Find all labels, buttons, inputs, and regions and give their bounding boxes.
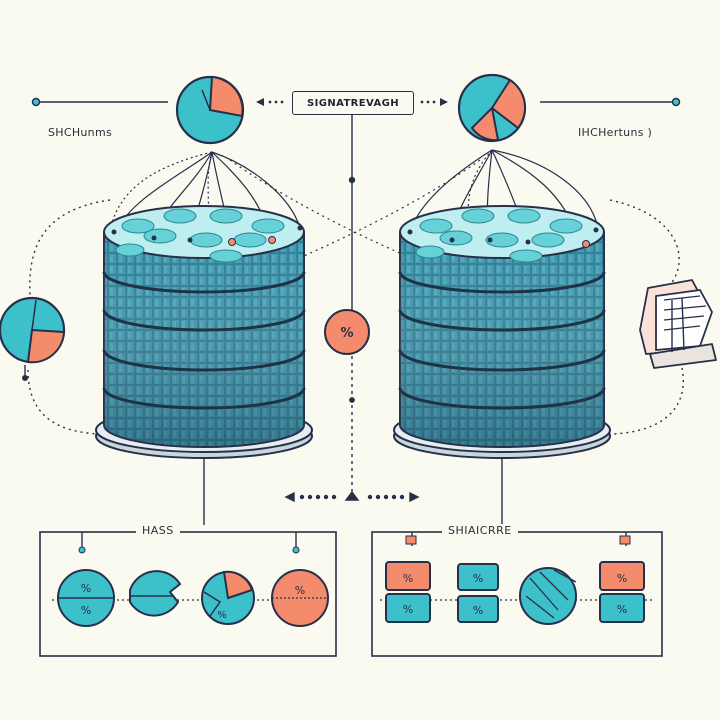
database-cylinder-icon: [393, 205, 611, 459]
panel-tile-icon: % %: [599, 561, 645, 623]
cross-connectors: [229, 159, 481, 263]
panel-percent-label: %: [617, 603, 627, 616]
panel-pie-icon: [129, 570, 182, 617]
pie-chart-icon: [175, 75, 245, 145]
panel-percent-label: %: [403, 603, 413, 616]
loop-left: [27, 199, 111, 435]
center-vertical-line: [348, 114, 356, 495]
percent-badge-icon: %: [324, 309, 370, 355]
document-stack-icon: [639, 279, 717, 369]
panel-pie-icon: %: [271, 569, 329, 627]
panel-pie-icon: % %: [57, 569, 115, 627]
center-title-box: SIGNATREVAGH: [292, 91, 414, 115]
loop-right: [609, 199, 684, 435]
panel-tile-icon: % %: [385, 561, 431, 623]
panel-pie-icon: [519, 567, 577, 625]
pie-chart-icon: [0, 296, 66, 364]
pie-chart-icon: [457, 73, 527, 143]
panel-percent-label: %: [473, 604, 483, 617]
panel-percent-label: %: [81, 604, 91, 617]
left-panel-title: HASS: [136, 524, 180, 537]
right-panel-title: SHIAICRRE: [442, 524, 518, 537]
panel-percent-label: %: [617, 572, 627, 585]
database-cylinder-icon: [95, 205, 313, 459]
left-side-label: SHCHunms: [48, 126, 112, 139]
center-arrows: [256, 98, 448, 106]
right-side-label: IHCHertuns ): [578, 126, 653, 139]
top-connector-left: [31, 97, 168, 107]
top-connector-right: [540, 97, 681, 107]
panel-percent-label: %: [473, 572, 483, 585]
panel-percent-label: %: [403, 572, 413, 585]
panel-percent-label: %: [81, 582, 91, 595]
panel-tile-icon: % %: [457, 563, 499, 623]
percent-badge-text: %: [340, 326, 353, 341]
panel-percent-label: %: [295, 584, 305, 597]
panel-pie-icon: %: [201, 570, 255, 625]
panel-percent-label: %: [217, 610, 227, 621]
bottom-connectors: [203, 458, 503, 525]
center-title-text: SIGNATREVAGH: [307, 97, 399, 109]
